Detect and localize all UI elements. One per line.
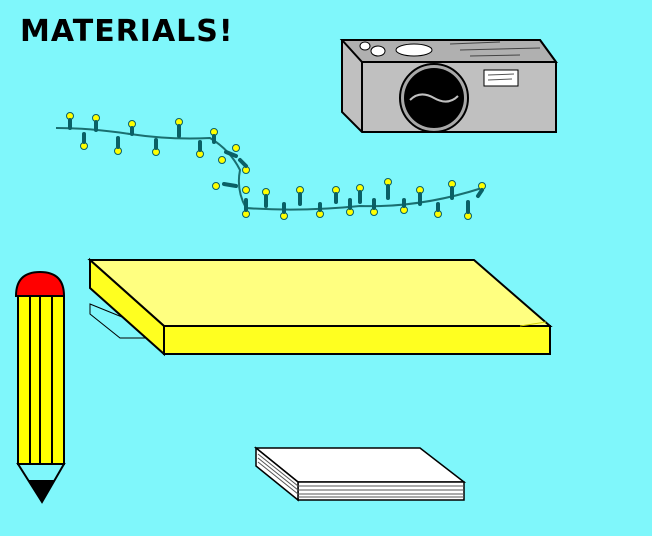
foam-board-icon xyxy=(87,257,553,357)
page-title: MATERIALS! xyxy=(20,14,234,49)
pencil-icon xyxy=(14,270,66,504)
camera-icon xyxy=(339,39,558,133)
string-lights-icon xyxy=(55,112,486,220)
paper-stack-icon xyxy=(253,446,467,502)
